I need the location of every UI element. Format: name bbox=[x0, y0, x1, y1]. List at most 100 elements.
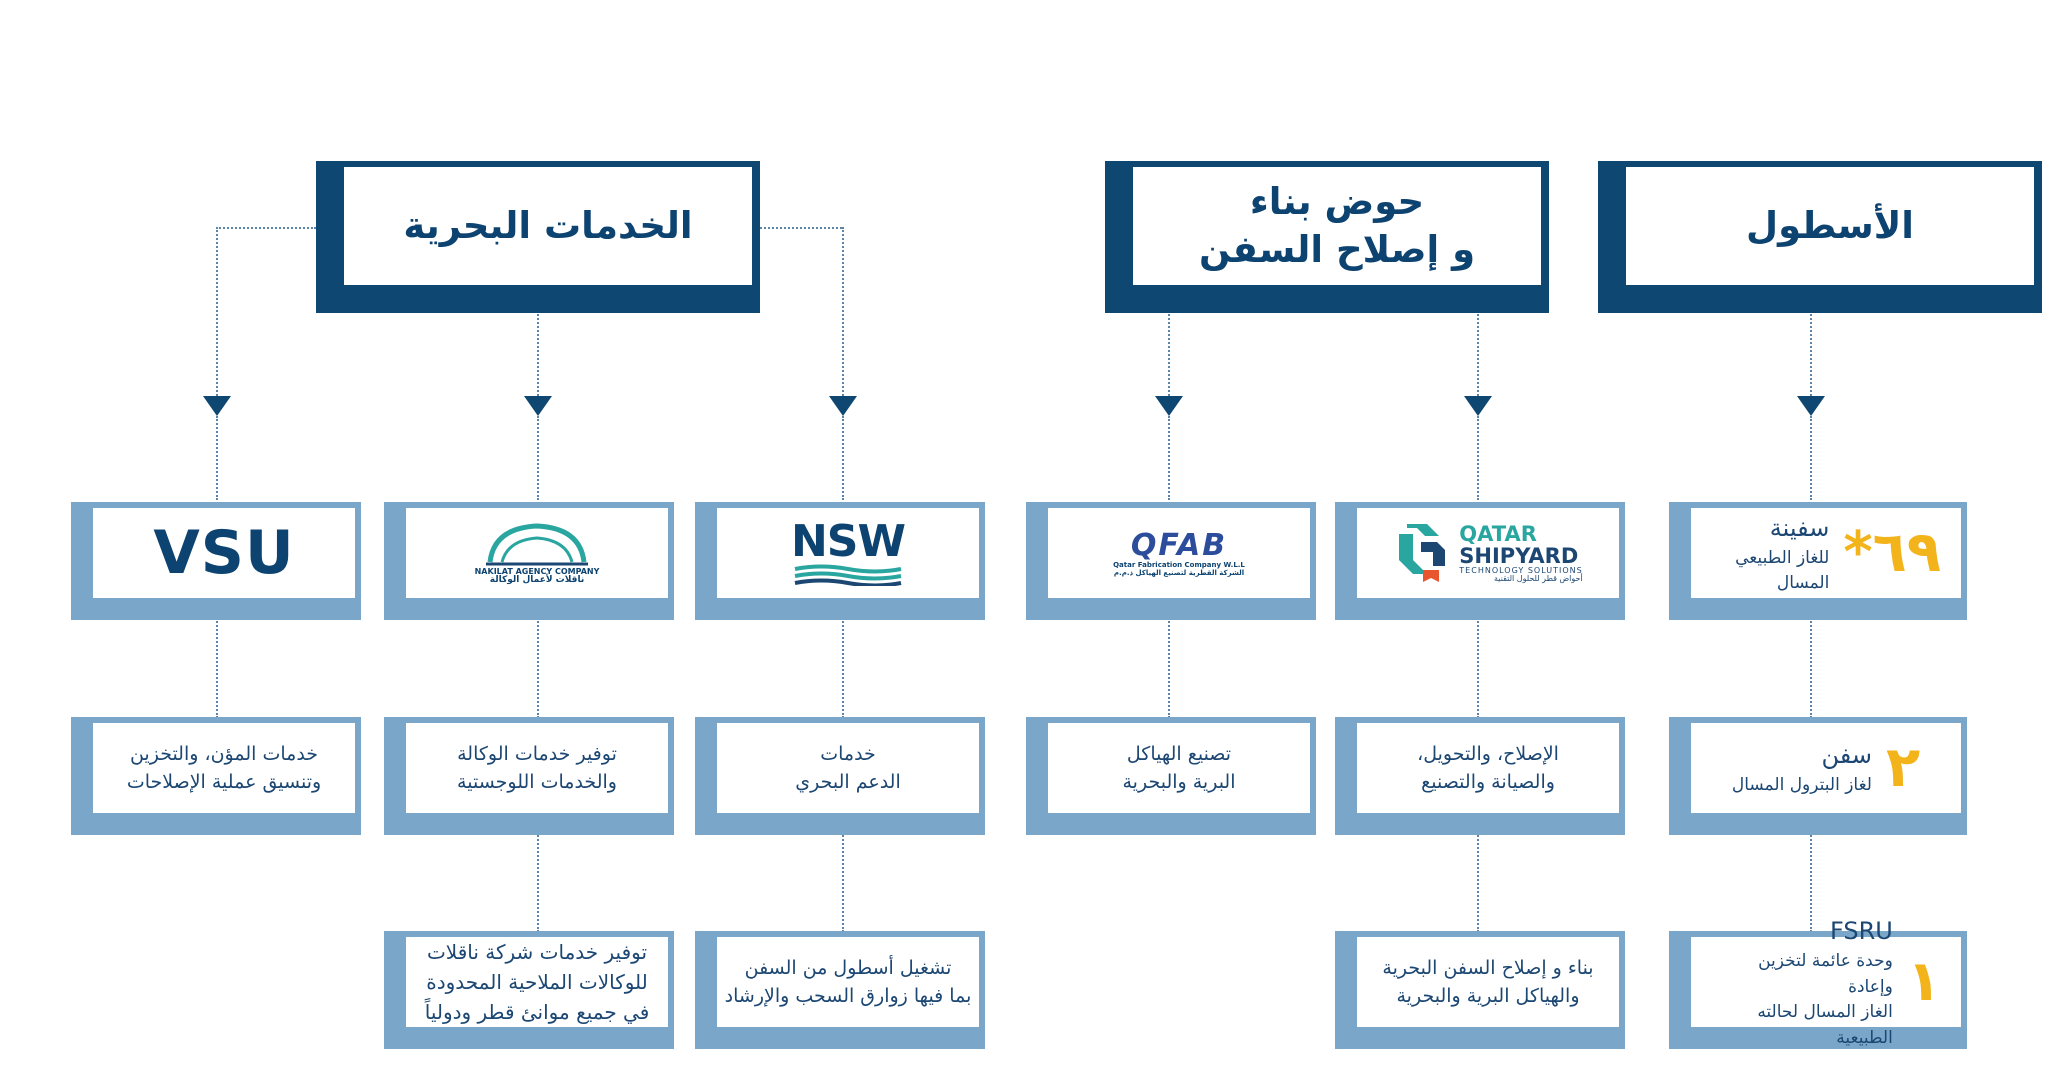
fleet-lpg-title: سفن bbox=[1821, 741, 1872, 770]
qs-services-box: الإصلاح، والتحويل، والصيانة والتصنيع bbox=[1335, 717, 1625, 835]
connector-qfab-3 bbox=[1168, 618, 1170, 718]
vsu-services-text: خدمات المؤن، والتخزين وتنسيق عملية الإصل… bbox=[127, 740, 321, 797]
agency-ports-text: توفير خدمات شركة ناقلات للوكالات الملاحي… bbox=[425, 937, 650, 1027]
connector-nsw-3 bbox=[842, 618, 844, 718]
connector-fleet-3 bbox=[1810, 618, 1812, 718]
qfab-ar: الشركة القطرية لتصنيع الهياكل ذ.م.م bbox=[1113, 568, 1245, 577]
header-marine: الخدمات البحرية bbox=[316, 161, 760, 313]
arrow-qfab bbox=[1155, 396, 1183, 416]
connector-fleet-1 bbox=[1810, 310, 1812, 400]
qatar-shipyard-logo: QATAR SHIPYARD TECHNOLOGY SOLUTIONS أحوا… bbox=[1393, 520, 1583, 586]
fleet-lng-sub: للغاز الطبيعي المسال bbox=[1735, 547, 1830, 594]
header-shipyard: حوض بناء و إصلاح السفن bbox=[1105, 161, 1549, 313]
qfab-services-text: تصنيع الهياكل البرية والبحرية bbox=[1123, 740, 1236, 797]
header-shipyard-line2: و إصلاح السفن bbox=[1198, 228, 1476, 271]
qs-build-text: بناء و إصلاح السفن البحرية والهياكل البر… bbox=[1382, 954, 1593, 1011]
qatar-shipyard-inner: QATAR SHIPYARD TECHNOLOGY SOLUTIONS أحوا… bbox=[1357, 508, 1619, 598]
nsw-services-text: خدمات الدعم البحري bbox=[795, 740, 900, 797]
connector-qs-4 bbox=[1477, 832, 1479, 932]
fleet-lpg-item: ٢ سفن لغاز البترول المسال bbox=[1691, 737, 1961, 799]
arrow-qatar-shipyard bbox=[1464, 396, 1492, 416]
connector-fleet-4 bbox=[1810, 832, 1812, 932]
qs-services-inner: الإصلاح، والتحويل، والصيانة والتصنيع bbox=[1357, 723, 1619, 813]
nsw-services-line1: خدمات bbox=[820, 742, 876, 765]
nakilat-agency-box: NAKILAT AGENCY COMPANY ناقلات لأعمال الو… bbox=[384, 502, 674, 620]
connector-agency-1 bbox=[537, 310, 539, 400]
nakilat-agency-inner: NAKILAT AGENCY COMPANY ناقلات لأعمال الو… bbox=[406, 508, 668, 598]
fleet-lng-box: ٦٩* سفينة للغاز الطبيعي المسال bbox=[1669, 502, 1967, 620]
fleet-lng-text: سفينة للغاز الطبيعي المسال bbox=[1711, 510, 1829, 597]
connector-vsu-1 bbox=[216, 227, 218, 400]
nsw-inner: NSW bbox=[717, 508, 979, 598]
agency-ports-box: توفير خدمات شركة ناقلات للوكالات الملاحي… bbox=[384, 931, 674, 1049]
nakilat-agency-ar: ناقلات لأعمال الوكالة bbox=[489, 574, 585, 585]
fleet-lng-title: سفينة bbox=[1769, 513, 1830, 542]
qfab-inner: QFAB Qatar Fabrication Company W.L.L الش… bbox=[1048, 508, 1310, 598]
qatar-shipyard-name2: SHIPYARD bbox=[1459, 543, 1579, 568]
fleet-fsru-number: ١ bbox=[1906, 949, 1941, 1014]
header-shipyard-line1: حوض بناء bbox=[1249, 179, 1425, 223]
vsu-box: VSU bbox=[71, 502, 361, 620]
connector-nsw-2 bbox=[842, 416, 844, 500]
arrow-vsu bbox=[203, 396, 231, 416]
header-fleet-inner: الأسطول bbox=[1626, 167, 2034, 285]
qfab-services-box: تصنيع الهياكل البرية والبحرية bbox=[1026, 717, 1316, 835]
fleet-lng-number: ٦٩* bbox=[1843, 520, 1941, 585]
connector-marine-right bbox=[760, 227, 842, 229]
qatar-shipyard-name1: QATAR bbox=[1459, 521, 1537, 546]
fleet-fsru-text: FSRU وحدة عائمة لتخزين وإعادة الغاز المس… bbox=[1711, 913, 1893, 1051]
qatar-shipyard-wordmark: QATAR SHIPYARD TECHNOLOGY SOLUTIONS أحوا… bbox=[1459, 523, 1582, 584]
qatar-shipyard-tagline: TECHNOLOGY SOLUTIONS bbox=[1459, 565, 1583, 575]
arrow-nsw bbox=[829, 396, 857, 416]
connector-qfab-2 bbox=[1168, 416, 1170, 500]
header-marine-title: الخدمات البحرية bbox=[403, 203, 693, 247]
nsw-fleet-inner: تشغيل أسطول من السفن بما فيها زوارق السح… bbox=[717, 937, 979, 1027]
vsu-services-line1: خدمات المؤن، والتخزين bbox=[129, 742, 319, 765]
agency-ports-inner: توفير خدمات شركة ناقلات للوكالات الملاحي… bbox=[406, 937, 668, 1027]
connector-agency-3 bbox=[537, 618, 539, 718]
qatar-shipyard-emblem-icon bbox=[1399, 524, 1446, 582]
connector-vsu-3 bbox=[216, 618, 218, 718]
nakilat-agency-emblem-icon bbox=[486, 522, 588, 565]
vsu-wordmark: VSU bbox=[153, 518, 295, 588]
fleet-lpg-box: ٢ سفن لغاز البترول المسال bbox=[1669, 717, 1967, 835]
qs-services-line1: الإصلاح، والتحويل، bbox=[1417, 742, 1559, 765]
qs-build-line1: بناء و إصلاح السفن البحرية bbox=[1382, 956, 1594, 979]
header-marine-inner: الخدمات البحرية bbox=[344, 167, 752, 285]
fleet-fsru-title: FSRU bbox=[1829, 917, 1893, 945]
fleet-lpg-number: ٢ bbox=[1885, 735, 1921, 800]
agency-services-text: توفير خدمات الوكالة والخدمات اللوجستية bbox=[457, 740, 617, 797]
qs-services-text: الإصلاح، والتحويل، والصيانة والتصنيع bbox=[1417, 740, 1559, 797]
vsu-inner: VSU bbox=[93, 508, 355, 598]
qs-build-inner: بناء و إصلاح السفن البحرية والهياكل البر… bbox=[1357, 937, 1619, 1027]
arrow-agency bbox=[524, 396, 552, 416]
agency-services-inner: توفير خدمات الوكالة والخدمات اللوجستية bbox=[406, 723, 668, 813]
qfab-services-line1: تصنيع الهياكل bbox=[1126, 742, 1232, 765]
qfab-en: Qatar Fabrication Company W.L.L bbox=[1113, 560, 1245, 569]
fleet-lpg-inner: ٢ سفن لغاز البترول المسال bbox=[1691, 723, 1961, 813]
nsw-wordmark: NSW bbox=[790, 516, 906, 567]
header-fleet: الأسطول bbox=[1598, 161, 2042, 313]
connector-fleet-2 bbox=[1810, 416, 1812, 500]
connector-shipyard-qs bbox=[1477, 310, 1479, 400]
qs-services-line2: والصيانة والتصنيع bbox=[1421, 771, 1555, 793]
fleet-fsru-sub1: وحدة عائمة لتخزين وإعادة bbox=[1758, 951, 1893, 997]
fleet-fsru-inner: ١ FSRU وحدة عائمة لتخزين وإعادة الغاز ال… bbox=[1691, 917, 1961, 1048]
qfab-wordmark: QFAB bbox=[1130, 527, 1228, 563]
qatar-shipyard-box: QATAR SHIPYARD TECHNOLOGY SOLUTIONS أحوا… bbox=[1335, 502, 1625, 620]
connector-vsu-2 bbox=[216, 416, 218, 500]
fleet-lng-item: ٦٩* سفينة للغاز الطبيعي المسال bbox=[1691, 510, 1961, 597]
agency-services-line2: والخدمات اللوجستية bbox=[457, 771, 617, 793]
arrow-fleet bbox=[1797, 396, 1825, 416]
nsw-fleet-line1: تشغيل أسطول من السفن bbox=[744, 956, 952, 979]
connector-marine-left bbox=[216, 227, 316, 229]
agency-services-box: توفير خدمات الوكالة والخدمات اللوجستية bbox=[384, 717, 674, 835]
agency-ports-line2: للوكالات الملاحية المحدودة bbox=[426, 970, 648, 994]
fleet-fsru-box: ١ FSRU وحدة عائمة لتخزين وإعادة الغاز ال… bbox=[1669, 917, 1967, 1049]
nsw-fleet-box: تشغيل أسطول من السفن بما فيها زوارق السح… bbox=[695, 931, 985, 1049]
fleet-fsru-sub2: الغاز المسال لحالته الطبيعية bbox=[1757, 1002, 1893, 1048]
connector-nsw-4 bbox=[842, 832, 844, 932]
fleet-fsru-item: ١ FSRU وحدة عائمة لتخزين وإعادة الغاز ال… bbox=[1691, 913, 1961, 1051]
qs-build-box: بناء و إصلاح السفن البحرية والهياكل البر… bbox=[1335, 931, 1625, 1049]
nakilat-agency-logo: NAKILAT AGENCY COMPANY ناقلات لأعمال الو… bbox=[475, 522, 599, 585]
